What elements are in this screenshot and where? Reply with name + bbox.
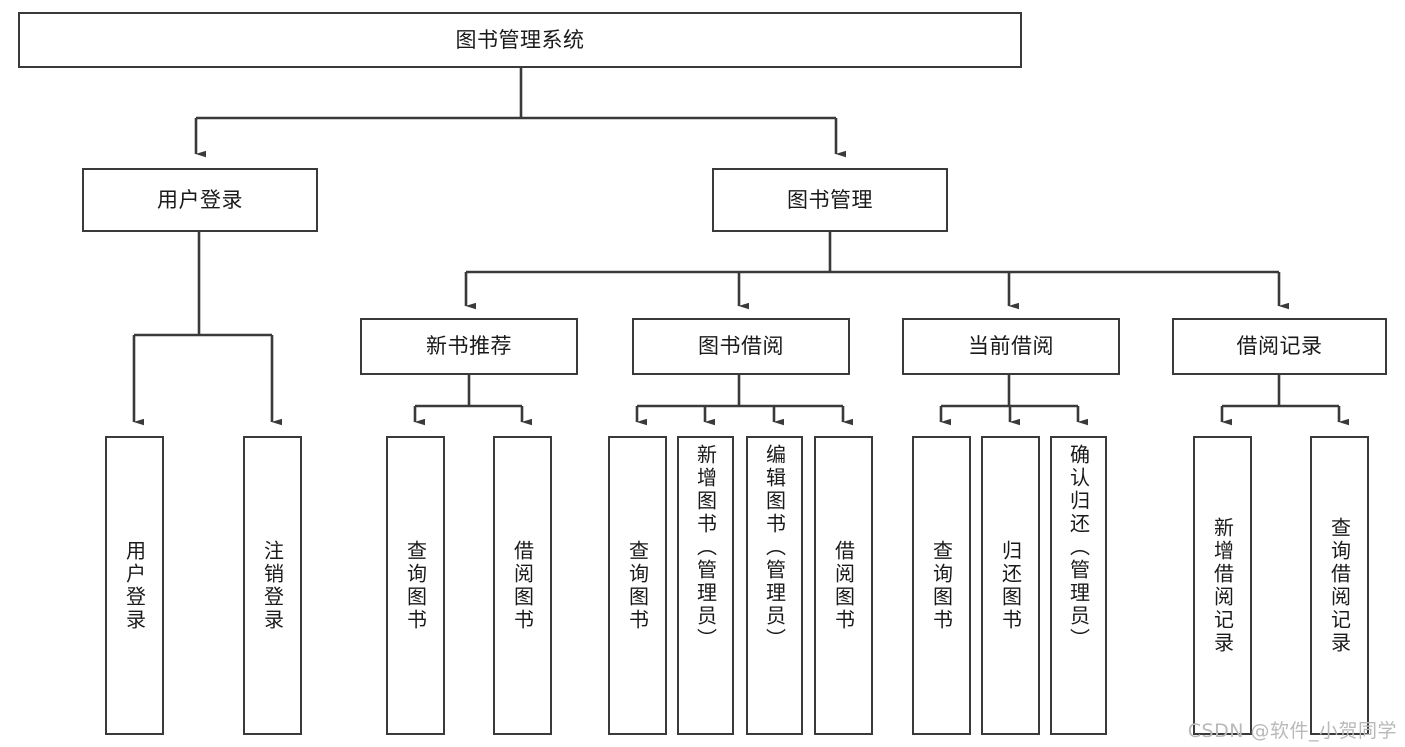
node-leaf-confirm-return[interactable]: 确认归还（管理员） [1050,436,1107,735]
node-leaf-query-record[interactable]: 查询借阅记录 [1310,436,1369,735]
csdn-watermark: CSDN @软件_小贺同学 [1187,720,1397,742]
node-new-book-rec[interactable]: 新书推荐 [360,318,578,375]
node-leaf-add-record[interactable]: 新增借阅记录 [1193,436,1252,735]
node-leaf-add-record-label: 新增借阅记录 [1210,516,1235,655]
node-borrow-record-label: 借阅记录 [1236,334,1323,359]
node-new-book-rec-label: 新书推荐 [426,334,512,359]
node-current-borrow-label: 当前借阅 [968,334,1054,359]
node-book-manage[interactable]: 图书管理 [712,168,948,232]
node-leaf-add-book[interactable]: 新增图书（管理员） [677,436,734,735]
node-leaf-query-book-2-label: 查询图书 [625,539,650,632]
node-current-borrow[interactable]: 当前借阅 [902,318,1120,375]
node-leaf-borrow-book-1-label: 借阅图书 [510,539,535,632]
node-leaf-query-record-label: 查询借阅记录 [1327,516,1352,655]
node-root-label: 图书管理系统 [455,27,585,52]
node-borrow-record[interactable]: 借阅记录 [1172,318,1387,375]
node-leaf-query-book-3[interactable]: 查询图书 [912,436,971,735]
node-leaf-user-login-label: 用户登录 [122,539,147,632]
node-leaf-return-book[interactable]: 归还图书 [981,436,1040,735]
node-leaf-confirm-return-label: 确认归还（管理员） [1066,444,1091,651]
node-leaf-borrow-book-2-label: 借阅图书 [831,539,856,632]
node-leaf-query-book-1[interactable]: 查询图书 [386,436,445,735]
node-user-login-label: 用户登录 [157,187,243,212]
node-leaf-edit-book[interactable]: 编辑图书（管理员） [746,436,803,735]
node-leaf-return-book-label: 归还图书 [998,539,1023,632]
node-leaf-borrow-book-2[interactable]: 借阅图书 [814,436,873,735]
node-book-borrow-label: 图书借阅 [698,334,784,359]
node-leaf-logout-login[interactable]: 注销登录 [243,436,302,735]
node-leaf-user-login[interactable]: 用户登录 [105,436,164,735]
node-leaf-add-book-label: 新增图书（管理员） [693,444,718,651]
node-leaf-borrow-book-1[interactable]: 借阅图书 [493,436,552,735]
node-leaf-query-book-3-label: 查询图书 [929,539,954,632]
node-leaf-logout-login-label: 注销登录 [260,539,285,632]
node-user-login[interactable]: 用户登录 [82,168,318,232]
node-book-manage-label: 图书管理 [787,187,873,212]
node-root[interactable]: 图书管理系统 [18,12,1022,68]
node-leaf-query-book-1-label: 查询图书 [403,539,428,632]
node-book-borrow[interactable]: 图书借阅 [632,318,850,375]
node-leaf-edit-book-label: 编辑图书（管理员） [762,444,787,651]
node-leaf-query-book-2[interactable]: 查询图书 [608,436,667,735]
